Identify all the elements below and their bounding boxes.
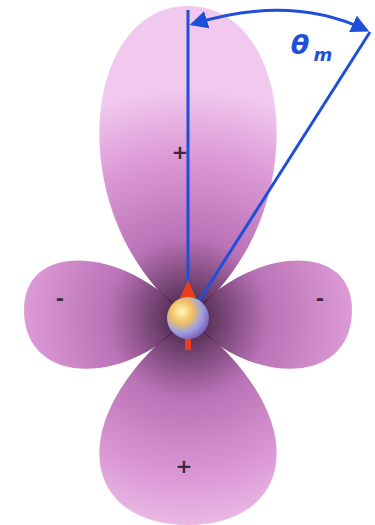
- angle-symbol: θ: [291, 31, 310, 58]
- negative-lobe: [24, 261, 188, 369]
- vertical-axis: [187, 10, 190, 318]
- lobe-sign: -: [56, 288, 64, 308]
- angle-arc: [193, 10, 366, 30]
- spin-arrow-head: [180, 280, 196, 298]
- angle-subscript: m: [314, 46, 333, 64]
- positive-lobe: [99, 6, 276, 318]
- lobe-sign: +: [176, 456, 193, 476]
- nucleus-sphere: [167, 297, 209, 339]
- lobe-sign: +: [172, 142, 189, 162]
- lobe-sign: -: [316, 288, 324, 308]
- angle-line: [188, 32, 370, 318]
